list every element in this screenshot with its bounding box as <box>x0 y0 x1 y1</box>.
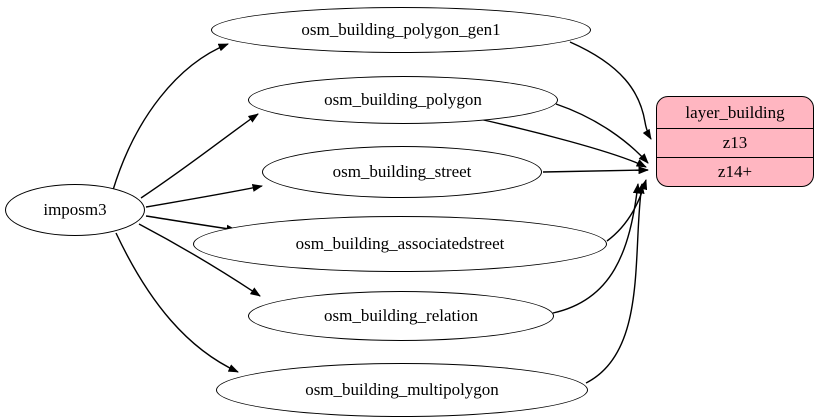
node-osm-building-polygon-gen1: osm_building_polygon_gen1 <box>211 7 591 53</box>
edge-imposm3-polygon <box>140 113 259 199</box>
node-layer-building: layer_building z13 z14+ <box>656 96 814 187</box>
node-imposm3-label: imposm3 <box>43 200 107 219</box>
edge-imposm3-multipolygon <box>115 232 239 373</box>
edge-polygon-z14-b <box>469 116 647 168</box>
edge-imposm3-relation <box>138 223 261 297</box>
node-osm-building-polygon: osm_building_polygon <box>248 76 558 124</box>
layer-building-z13-label: z13 <box>722 133 748 152</box>
node-osm-building-multipolygon-label: osm_building_multipolygon <box>305 380 499 399</box>
node-osm-building-street: osm_building_street <box>262 146 542 198</box>
edge-imposm3-associatedstreet <box>145 215 237 233</box>
edge-imposm3-street <box>145 183 263 208</box>
edge-polygon_gen1-z13 <box>569 41 652 140</box>
edge-polygon-z14 <box>555 103 649 164</box>
node-osm-building-associatedstreet: osm_building_associatedstreet <box>193 216 607 272</box>
node-imposm3: imposm3 <box>5 184 145 236</box>
node-osm-building-polygon-gen1-label: osm_building_polygon_gen1 <box>301 20 501 39</box>
edge-imposm3-polygon_gen1 <box>112 43 229 191</box>
node-osm-building-polygon-label: osm_building_polygon <box>324 90 482 109</box>
node-osm-building-relation: osm_building_relation <box>248 291 554 341</box>
edge-street-z14 <box>542 166 649 175</box>
layer-building-title: layer_building <box>685 102 785 122</box>
node-osm-building-multipolygon: osm_building_multipolygon <box>216 363 588 417</box>
layer-building-z14-row: z14+ <box>657 157 813 186</box>
node-osm-building-street-label: osm_building_street <box>332 162 472 181</box>
layer-building-z13-row: z13 <box>657 128 813 157</box>
edge-associatedstreet-z14 <box>606 179 648 242</box>
node-osm-building-relation-label: osm_building_relation <box>324 306 478 325</box>
edge-relation-z14 <box>552 183 641 314</box>
layer-building-title-row: layer_building <box>657 97 813 128</box>
node-osm-building-associatedstreet-label: osm_building_associatedstreet <box>295 234 505 253</box>
layer-building-z14-label: z14+ <box>717 162 753 181</box>
edge-multipolygon-z14 <box>585 183 645 384</box>
